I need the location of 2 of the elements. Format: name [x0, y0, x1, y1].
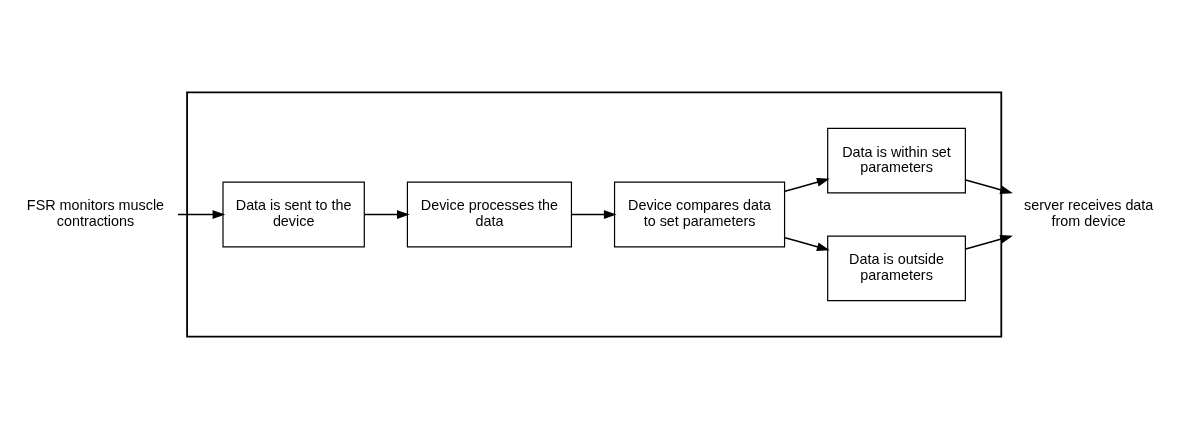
node-text: server receives data from device: [1024, 196, 1154, 229]
node-text: FSR monitors muscle contractions: [26, 196, 165, 229]
